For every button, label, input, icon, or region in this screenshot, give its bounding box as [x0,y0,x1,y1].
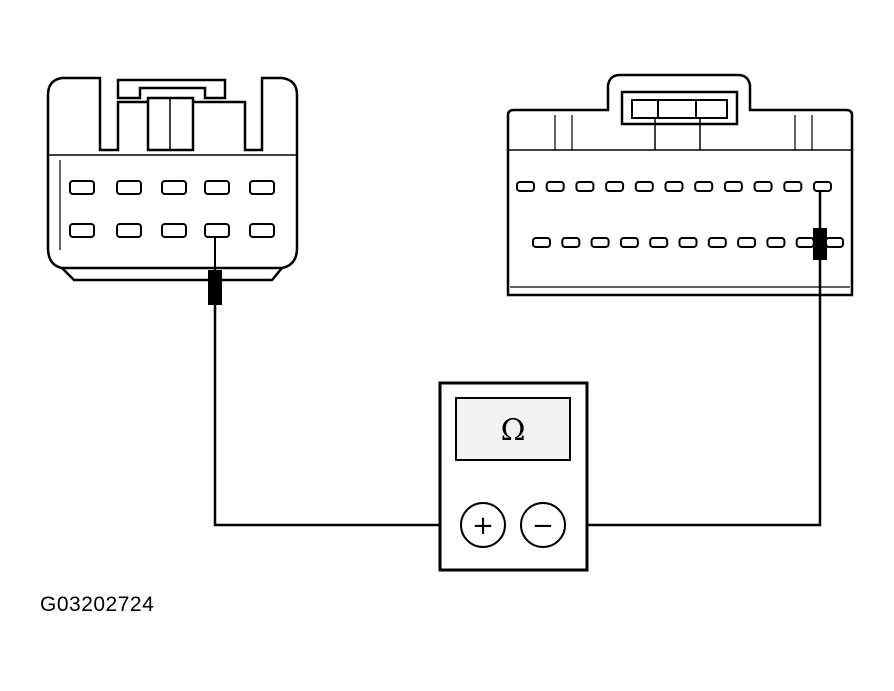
right-connector-pin [813,181,832,192]
wires [213,192,822,527]
right-connector-pin [707,237,727,248]
ohmmeter: Ω + − [438,381,589,572]
positive-terminal-label: + [472,511,494,541]
right-connector-pin [753,181,773,192]
right-connector-pin [766,237,786,248]
right-connector-pin [694,181,714,192]
right-probe [813,228,827,260]
negative-lead-wire [565,258,822,527]
left-connector-pin [69,180,95,195]
left-connector-pin [161,180,187,195]
right-connector-pins [516,181,844,248]
left-connector-pin [204,223,230,238]
left-connector-latch [116,78,227,100]
negative-terminal [520,502,566,548]
left-probe [208,238,222,305]
right-connector-pin [532,237,551,248]
left-connector-pin [69,223,95,238]
right-connector-pin [516,181,535,192]
right-connector-pin [664,181,684,192]
left-connector-pins [69,180,275,238]
right-connector-pin [561,237,581,248]
right-connector-pin [678,237,698,248]
left-connector-pin [249,223,275,238]
right-connector-pin [590,237,610,248]
ohm-symbol: Ω [501,413,526,448]
right-connector-pin [634,181,654,192]
figure-id: G03202724 [40,593,155,616]
right-connector-pin [575,181,595,192]
left-connector-pin [204,180,230,195]
right-connector-pin [605,181,625,192]
left-connector [46,76,299,282]
left-connector-base [61,267,283,282]
right-connector-pin [619,237,639,248]
right-connector-pin [795,237,815,248]
right-connector-pin [737,237,757,248]
right-connector-pin [545,181,565,192]
positive-lead-wire [213,300,460,527]
left-connector-pin [116,223,142,238]
left-connector-pin [249,180,275,195]
left-connector-body [46,76,299,270]
ohmmeter-display [455,397,571,461]
positive-terminal [460,502,506,548]
negative-terminal-label: − [532,511,554,541]
right-connector-pin [825,237,844,248]
left-connector-pin [161,223,187,238]
right-connector-pin [723,181,743,192]
left-connector-pin [116,180,142,195]
right-connector-lock-window [620,90,739,126]
right-connector-pin [649,237,669,248]
right-connector-pin [783,181,803,192]
